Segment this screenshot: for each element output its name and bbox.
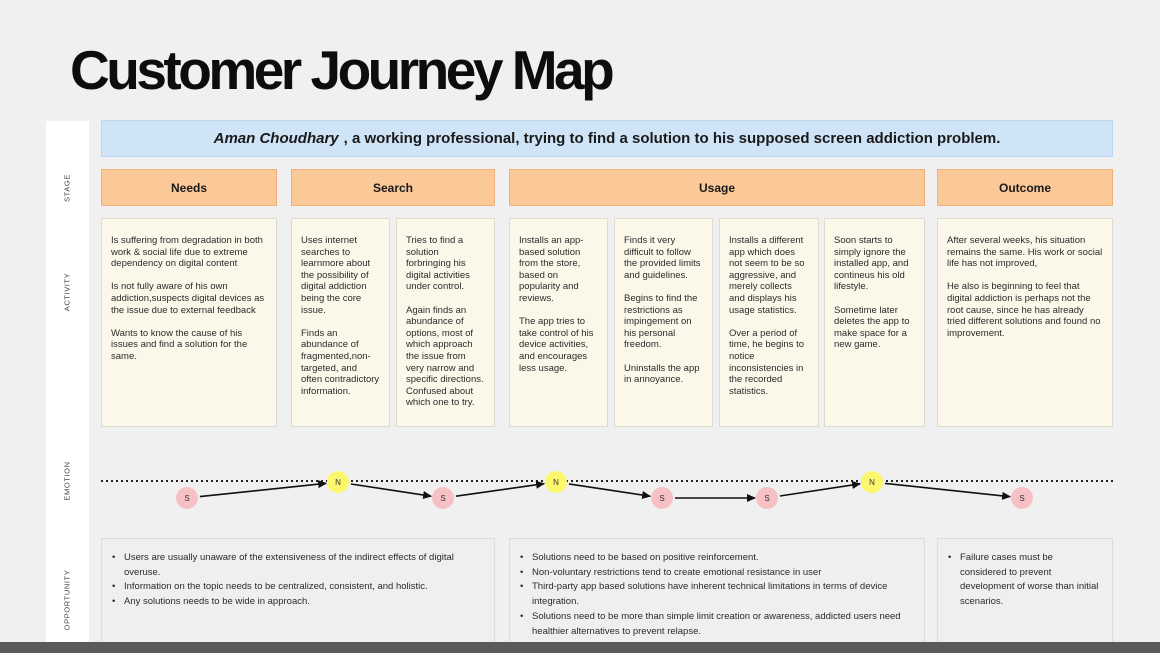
emotion-node-circle [756,487,778,509]
emotion-node-neutral: N [545,471,567,493]
activity-text: Uninstalls the app in annoyance. [624,362,700,386]
emotion-arrows [199,480,1012,502]
emotion-node-label: S [1019,494,1024,503]
emotion-arrow [199,480,328,498]
row-label-strip [46,121,89,653]
emotion-arrow [884,482,1012,500]
emotion-node-sad: S [651,487,673,509]
emotion-node-circle [861,471,883,493]
activity-text: The app tries to take control of his dev… [519,316,594,374]
opportunity-item: Any solutions needs to be wide in approa… [112,595,484,610]
stage-needs: Needs [101,169,277,206]
activity-text: Installs an app-based solution from the … [519,235,584,304]
stage-outcome: Outcome [937,169,1113,206]
opportunity-item: Users are usually unaware of the extensi… [112,551,484,580]
activity-card-usage-4: Soon starts to simply ignore the install… [824,218,925,427]
stage-usage: Usage [509,169,925,206]
activity-text: Over a period of time, he begins to noti… [729,327,804,397]
opportunity-item: Information on the topic needs to be cen… [112,580,484,595]
bottom-bar [0,642,1160,653]
activity-card-usage-2: Finds it very difficult to follow the pr… [614,218,713,427]
activity-card-search-2: Tries to find a solution forbringing his… [396,218,495,427]
activity-text: Wants to know the cause of his issues an… [111,327,248,362]
activity-text: After several weeks, his situation remai… [947,235,1103,270]
activity-card-outcome: After several weeks, his situation remai… [937,218,1113,427]
opportunity-item: Failure cases must be considered to prev… [948,551,1102,610]
emotion-arrow [455,480,546,497]
emotion-node-label: S [184,494,189,503]
activity-card-search-1: Uses internet searches to learnmore abou… [291,218,390,427]
activity-text: Tries to find a solution forbringing his… [406,235,470,293]
emotion-node-label: N [553,478,559,487]
page-title: Customer Journey Map [70,39,615,101]
emotion-node-sad: S [756,487,778,509]
activity-text: Soon starts to simply ignore the install… [834,235,909,293]
activity-text: Uses internet searches to learnmore abou… [301,235,371,316]
activity-card-usage-1: Installs an app-based solution from the … [509,218,608,427]
persona-description: , a working professional, trying to find… [343,130,1001,147]
emotion-nodes: S N S N S S N S [176,471,1033,509]
opportunity-card-needs-search: Users are usually unaware of the extensi… [101,538,495,653]
activity-text: Again finds an abundance of options, mos… [406,304,484,409]
activity-text: He also is beginning to feel that digita… [947,281,1101,339]
activity-text: Begins to find the restrictions as impin… [624,292,698,351]
activity-text: Is suffering from degradation in both wo… [111,235,263,270]
persona-name: Aman Choudhary [213,130,339,147]
activity-card-needs: Is suffering from degradation in both wo… [101,218,277,427]
activity-text: Sometime later deletes the app to make s… [834,304,910,351]
emotion-node-sad: S [432,487,454,509]
emotion-arrow [350,483,433,499]
emotion-arrow [568,483,652,499]
activity-text: Installs a different app which does not … [729,235,805,316]
emotion-node-neutral: N [861,471,883,493]
activity-text: Finds an abundance of fragmented,non-tar… [301,327,380,397]
opportunity-item: Third-party app based solutions have inh… [520,580,914,609]
persona-banner: Aman Choudhary, a working professional, … [101,120,1113,157]
emotion-arrow [779,481,862,497]
opportunity-item: Solutions need to be based on positive r… [520,551,914,566]
emotion-node-label: S [764,494,769,503]
activity-text: Is not fully aware of his own addiction,… [111,281,265,316]
emotion-node-label: N [335,478,341,487]
stage-search: Search [291,169,495,206]
emotion-node-circle [651,487,673,509]
emotion-node-circle [432,487,454,509]
opportunity-item: Non-voluntary restrictions tend to creat… [520,566,914,581]
emotion-node-circle [1011,487,1033,509]
emotion-node-sad: S [176,487,198,509]
emotion-node-circle [176,487,198,509]
emotion-node-label: S [440,494,445,503]
emotion-node-neutral: N [327,471,349,493]
opportunity-item: Solutions need to be more than simple li… [520,610,914,639]
emotion-node-label: N [869,478,875,487]
opportunity-card-outcome: Failure cases must be considered to prev… [937,538,1113,653]
emotion-node-circle [327,471,349,493]
emotion-node-sad: S [1011,487,1033,509]
activity-text: Finds it very difficult to follow the pr… [624,235,701,281]
opportunity-card-usage: Solutions need to be based on positive r… [509,538,925,653]
activity-card-usage-3: Installs a different app which does not … [719,218,819,427]
emotion-node-label: S [659,494,664,503]
emotion-node-circle [545,471,567,493]
